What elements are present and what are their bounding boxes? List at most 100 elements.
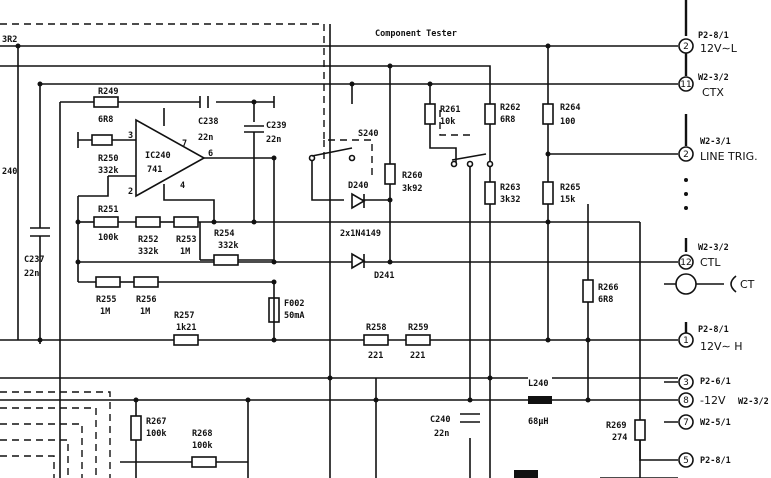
svg-text:22n: 22n [24,269,39,279]
svg-text:W2-5/1: W2-5/1 [700,418,731,428]
svg-text:2: 2 [683,150,689,160]
svg-text:6R8: 6R8 [500,115,515,125]
svg-text:2: 2 [683,42,689,52]
r266-resistor [582,279,594,303]
svg-text:R262: R262 [500,103,520,113]
r258-resistor [363,334,389,346]
svg-text:W2-3/2: W2-3/2 [698,73,729,83]
r264-resistor [542,103,554,125]
svg-text:R266: R266 [598,283,618,293]
svg-text:C238: C238 [198,117,218,127]
svg-text:P2-8/1: P2-8/1 [700,456,731,466]
svg-text:C239: C239 [266,121,286,131]
svg-text:8: 8 [683,396,689,406]
svg-text:P2-6/1: P2-6/1 [700,377,731,387]
svg-text:100k: 100k [192,441,212,451]
svg-text:221: 221 [368,351,383,361]
svg-text:IC240: IC240 [145,151,171,161]
svg-text:R252: R252 [138,235,158,245]
r251-resistor [93,216,119,228]
svg-text:W2-3/2: W2-3/2 [698,243,729,253]
svg-text:R261: R261 [440,105,460,115]
r262-resistor [484,103,496,125]
tester-enclosure [0,23,373,176]
svg-text:22n: 22n [198,133,213,143]
svg-text:LINE TRIG.: LINE TRIG. [700,150,758,163]
svg-text:R263: R263 [500,183,520,193]
svg-text:R251: R251 [98,205,118,215]
svg-text:5: 5 [683,456,689,466]
svg-text:7: 7 [182,139,187,149]
svg-text:12V∼ H: 12V∼ H [700,340,743,353]
svg-text:R265: R265 [560,183,580,193]
svg-text:10k: 10k [440,117,455,127]
svg-text:R269: R269 [606,421,626,431]
svg-text:332k: 332k [98,166,118,176]
svg-text:S240: S240 [358,129,378,139]
connector-circles [664,38,737,468]
svg-text:3k32: 3k32 [500,195,520,205]
svg-text:W2-3/1: W2-3/1 [700,137,731,147]
svg-text:R249: R249 [98,87,118,97]
svg-text:3: 3 [128,131,133,141]
svg-text:3R2: 3R2 [2,35,17,45]
connector-labels: 2 P2-8/1 12V∼L 11 W2-3/2 CTX 2 W2-3/1 LI… [680,31,768,466]
r256-resistor [133,276,159,288]
svg-text:332k: 332k [218,241,238,251]
title-label: Component Tester [375,29,457,39]
r265-resistor [542,181,554,205]
svg-text:6R8: 6R8 [598,295,613,305]
svg-text:2x1N4149: 2x1N4149 [340,229,381,239]
svg-text:100: 100 [560,117,575,127]
r257-resistor [173,334,199,346]
svg-text:6R8: 6R8 [98,115,113,125]
svg-text:R254: R254 [214,229,234,239]
r249-resistor [93,96,119,108]
svg-text:274: 274 [612,433,627,443]
svg-text:R253: R253 [176,235,196,245]
svg-text:R255: R255 [96,295,116,305]
l240-inductor [528,396,552,404]
svg-text:6: 6 [208,149,213,159]
svg-text:11: 11 [680,80,691,90]
svg-text:R256: R256 [136,295,156,305]
svg-text:D240: D240 [348,181,368,191]
svg-text:22n: 22n [266,135,281,145]
d240-symbol [351,192,366,210]
svg-text:1k21: 1k21 [176,323,196,333]
svg-text:F002: F002 [284,299,304,309]
r263-resistor [484,181,496,205]
svg-text:-12V: -12V [700,394,726,407]
svg-text:4: 4 [180,181,185,191]
r250-resistor [91,134,113,146]
svg-text:240: 240 [2,167,17,177]
svg-text:1: 1 [683,336,689,346]
svg-text:7: 7 [683,418,689,428]
svg-text:R267: R267 [146,417,166,427]
svg-text:L240: L240 [528,379,548,389]
svg-text:221: 221 [410,351,425,361]
svg-text:100k: 100k [98,233,118,243]
svg-text:W2-3/2: W2-3/2 [738,397,769,407]
svg-text:R260: R260 [402,171,422,181]
r260-resistor [384,163,396,185]
svg-text:CT: CT [740,278,755,291]
svg-text:2: 2 [128,187,133,197]
svg-text:1M: 1M [100,307,110,317]
svg-text:1M: 1M [140,307,150,317]
junction-dots [15,43,688,403]
svg-text:R264: R264 [560,103,580,113]
svg-text:100k: 100k [146,429,166,439]
svg-text:332k: 332k [138,247,158,257]
r254-resistor [213,254,239,266]
r268-resistor [191,456,217,468]
ic240-opamp [135,118,206,198]
svg-text:CTX: CTX [702,86,724,99]
svg-text:C240: C240 [430,415,450,425]
svg-text:CTL: CTL [700,256,721,269]
svg-text:1M: 1M [180,247,190,257]
r269-resistor [634,419,646,441]
svg-text:741: 741 [147,165,162,175]
svg-text:12: 12 [680,258,691,268]
svg-text:R258: R258 [366,323,386,333]
